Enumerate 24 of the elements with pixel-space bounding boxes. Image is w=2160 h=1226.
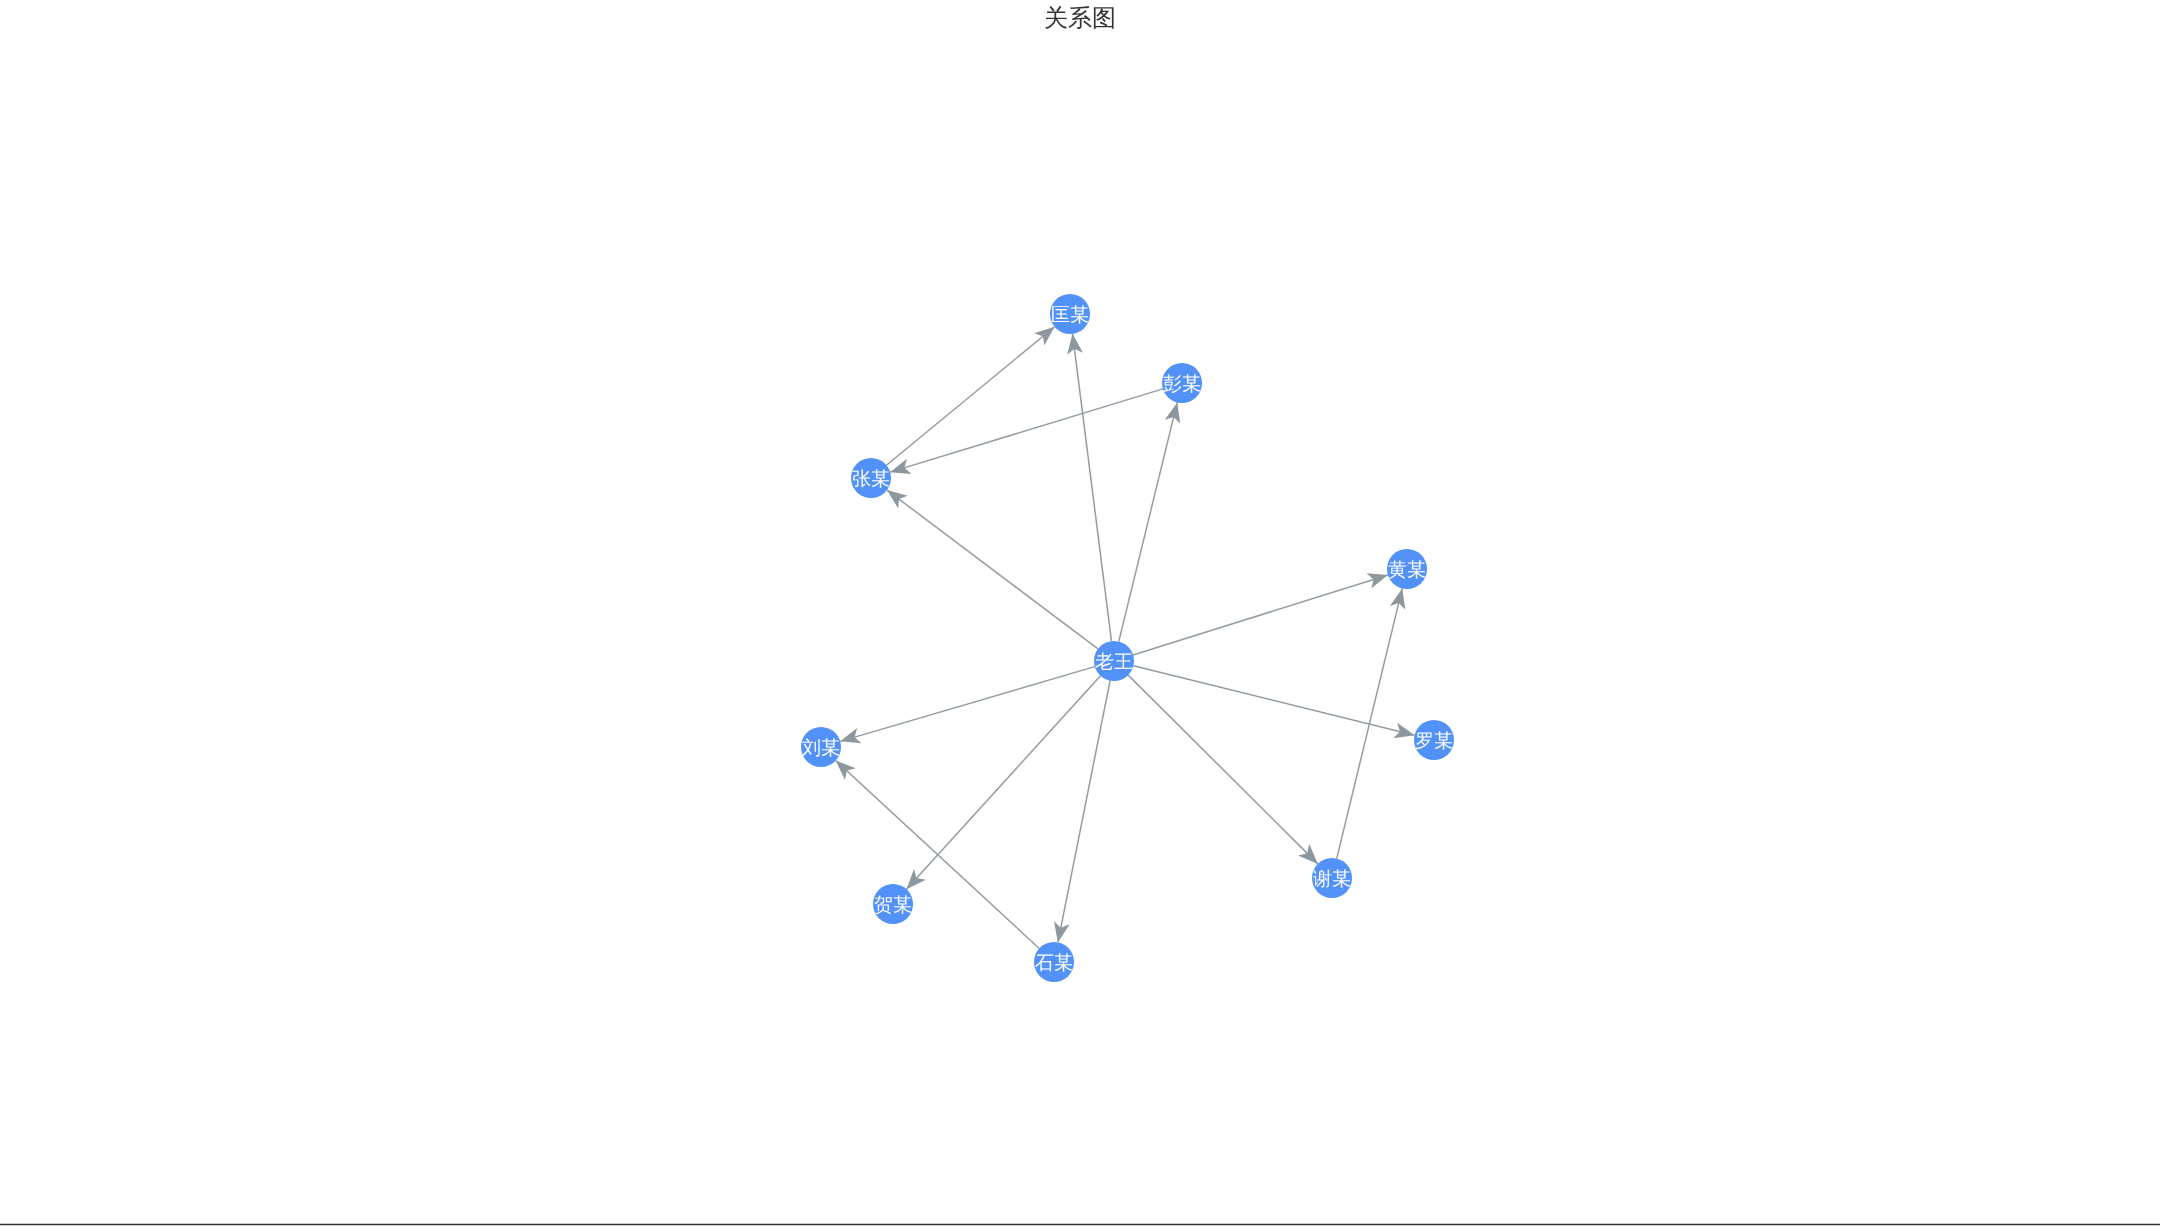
arrow [834,759,1041,950]
arrow [886,489,1099,650]
arrow [1132,573,1389,656]
node-circle: 老王 [1094,641,1134,681]
arrow [1118,401,1181,643]
arrow [885,325,1056,467]
arrow [1053,679,1111,944]
node-circle: 黄某 [1387,549,1427,589]
arrow [1067,333,1113,642]
title: 关系图 [1044,4,1116,32]
arrow [1132,665,1416,739]
arrow [889,388,1164,474]
node-circle: 刘某 [801,727,841,767]
arrow [1335,587,1406,860]
node-circle: 匡某 [1050,294,1090,334]
arrow [839,665,1096,744]
node-circle: 贺某 [873,884,913,924]
node-circle: 张某 [851,458,891,498]
arrow [1127,674,1319,865]
node-circle: 彭某 [1162,363,1202,403]
node-circle: 罗某 [1414,720,1454,760]
node-circle: 谢某 [1312,858,1352,898]
node-circle: 石某 [1034,942,1074,982]
arrow [905,675,1102,890]
